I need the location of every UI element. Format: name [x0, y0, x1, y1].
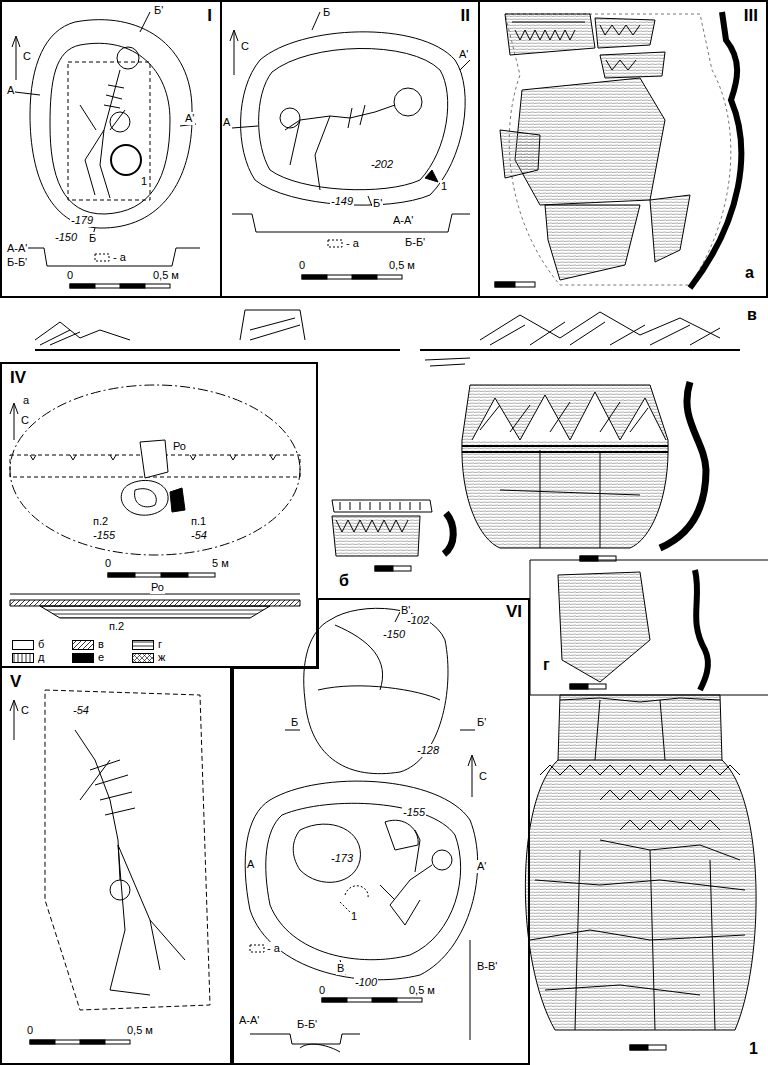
label: Б' — [372, 197, 383, 210]
label: Б — [322, 6, 331, 19]
figure-panel: V — [0, 666, 232, 1065]
label: 0 — [318, 984, 326, 997]
depth-mark: -150 — [382, 628, 406, 641]
label: 0,5 м — [388, 259, 416, 272]
label: 0 — [66, 269, 74, 282]
label: С — [20, 704, 30, 717]
label: Б' — [153, 4, 164, 17]
label: А — [6, 84, 15, 97]
label: Б-Б' — [6, 256, 28, 269]
label: Б' — [476, 716, 487, 729]
figure-letter: б — [338, 572, 350, 590]
panel-number: V — [8, 672, 23, 691]
depth-mark: -202 — [370, 158, 394, 171]
depth-mark: -179 — [70, 214, 94, 227]
legend-text: ж — [158, 651, 165, 664]
figure-panel: II — [220, 0, 480, 298]
label: С — [478, 770, 488, 783]
label: 0,5 м — [408, 984, 436, 997]
depth-mark: -102 — [406, 614, 430, 627]
label: А-А' — [6, 242, 28, 255]
label: п.2 — [108, 620, 125, 633]
figure-letter: в — [746, 306, 758, 324]
legend-swatch — [132, 640, 154, 650]
label: п.2 — [92, 515, 109, 528]
label: 1 — [440, 180, 448, 193]
panel-number: VI — [504, 602, 524, 621]
label: Б — [88, 232, 97, 245]
label: Ро — [150, 581, 165, 594]
label: 0 — [298, 259, 306, 272]
label: а — [22, 394, 30, 407]
figure-letter: а — [744, 264, 755, 282]
legend-text: е — [98, 651, 104, 664]
figure-panel: IV — [0, 362, 318, 668]
label: Б — [290, 716, 299, 729]
label: А' — [184, 112, 195, 125]
label: С — [240, 40, 250, 53]
figure-letter: г — [542, 656, 551, 674]
label: Ро — [172, 440, 187, 453]
depth-mark: -155 — [92, 529, 116, 542]
depth-mark: -149 — [330, 195, 354, 208]
label: С — [20, 414, 30, 427]
depth-mark: -100 — [354, 976, 378, 989]
label: 5 м — [211, 557, 230, 570]
label: - а — [112, 251, 127, 264]
label: Б-Б' — [404, 236, 426, 249]
depth-mark: -54 — [72, 704, 90, 717]
panel-outline — [232, 598, 530, 1065]
label: В — [336, 962, 345, 975]
depth-mark: -128 — [416, 744, 440, 757]
figure-panel: VI — [232, 598, 530, 1065]
depth-mark: -54 — [190, 529, 208, 542]
legend-swatch — [72, 640, 94, 650]
panel-number: II — [459, 6, 472, 25]
figure-panel: I — [0, 0, 222, 298]
depth-mark: -173 — [330, 852, 354, 865]
legend-swatch — [12, 640, 34, 650]
figure-panel: III — [478, 0, 768, 298]
legend-text: в — [98, 638, 104, 651]
label: п.1 — [190, 515, 207, 528]
label: В-В' — [476, 960, 498, 973]
label: А — [222, 116, 231, 129]
depth-mark: -150 — [54, 231, 78, 244]
label: 0 — [26, 1024, 34, 1037]
label: А' — [458, 48, 469, 61]
label: А — [246, 858, 255, 871]
label: 1 — [350, 910, 358, 923]
label: А-А' — [392, 214, 414, 227]
legend-text: д — [38, 651, 44, 664]
figure-letter: 1 — [748, 1040, 759, 1058]
legend-text: б — [38, 638, 44, 651]
label: 1 — [140, 175, 148, 188]
label: - а — [266, 942, 281, 955]
legend-swatch — [72, 653, 94, 663]
label: Б-Б' — [296, 1018, 318, 1031]
label: А' — [476, 860, 487, 873]
depth-mark: -155 — [402, 806, 426, 819]
label: С — [22, 50, 32, 63]
panel-number: III — [742, 6, 760, 25]
panel-number: IV — [8, 368, 28, 387]
legend-swatch — [12, 653, 34, 663]
label: А-А' — [238, 1014, 260, 1027]
label: 0,5 м — [126, 1024, 154, 1037]
label: 0,5 м — [152, 269, 180, 282]
legend-swatch — [132, 653, 154, 663]
label: 0 — [104, 557, 112, 570]
panel-number: I — [205, 6, 214, 25]
legend-text: г — [158, 638, 162, 651]
label: - а — [345, 237, 360, 250]
